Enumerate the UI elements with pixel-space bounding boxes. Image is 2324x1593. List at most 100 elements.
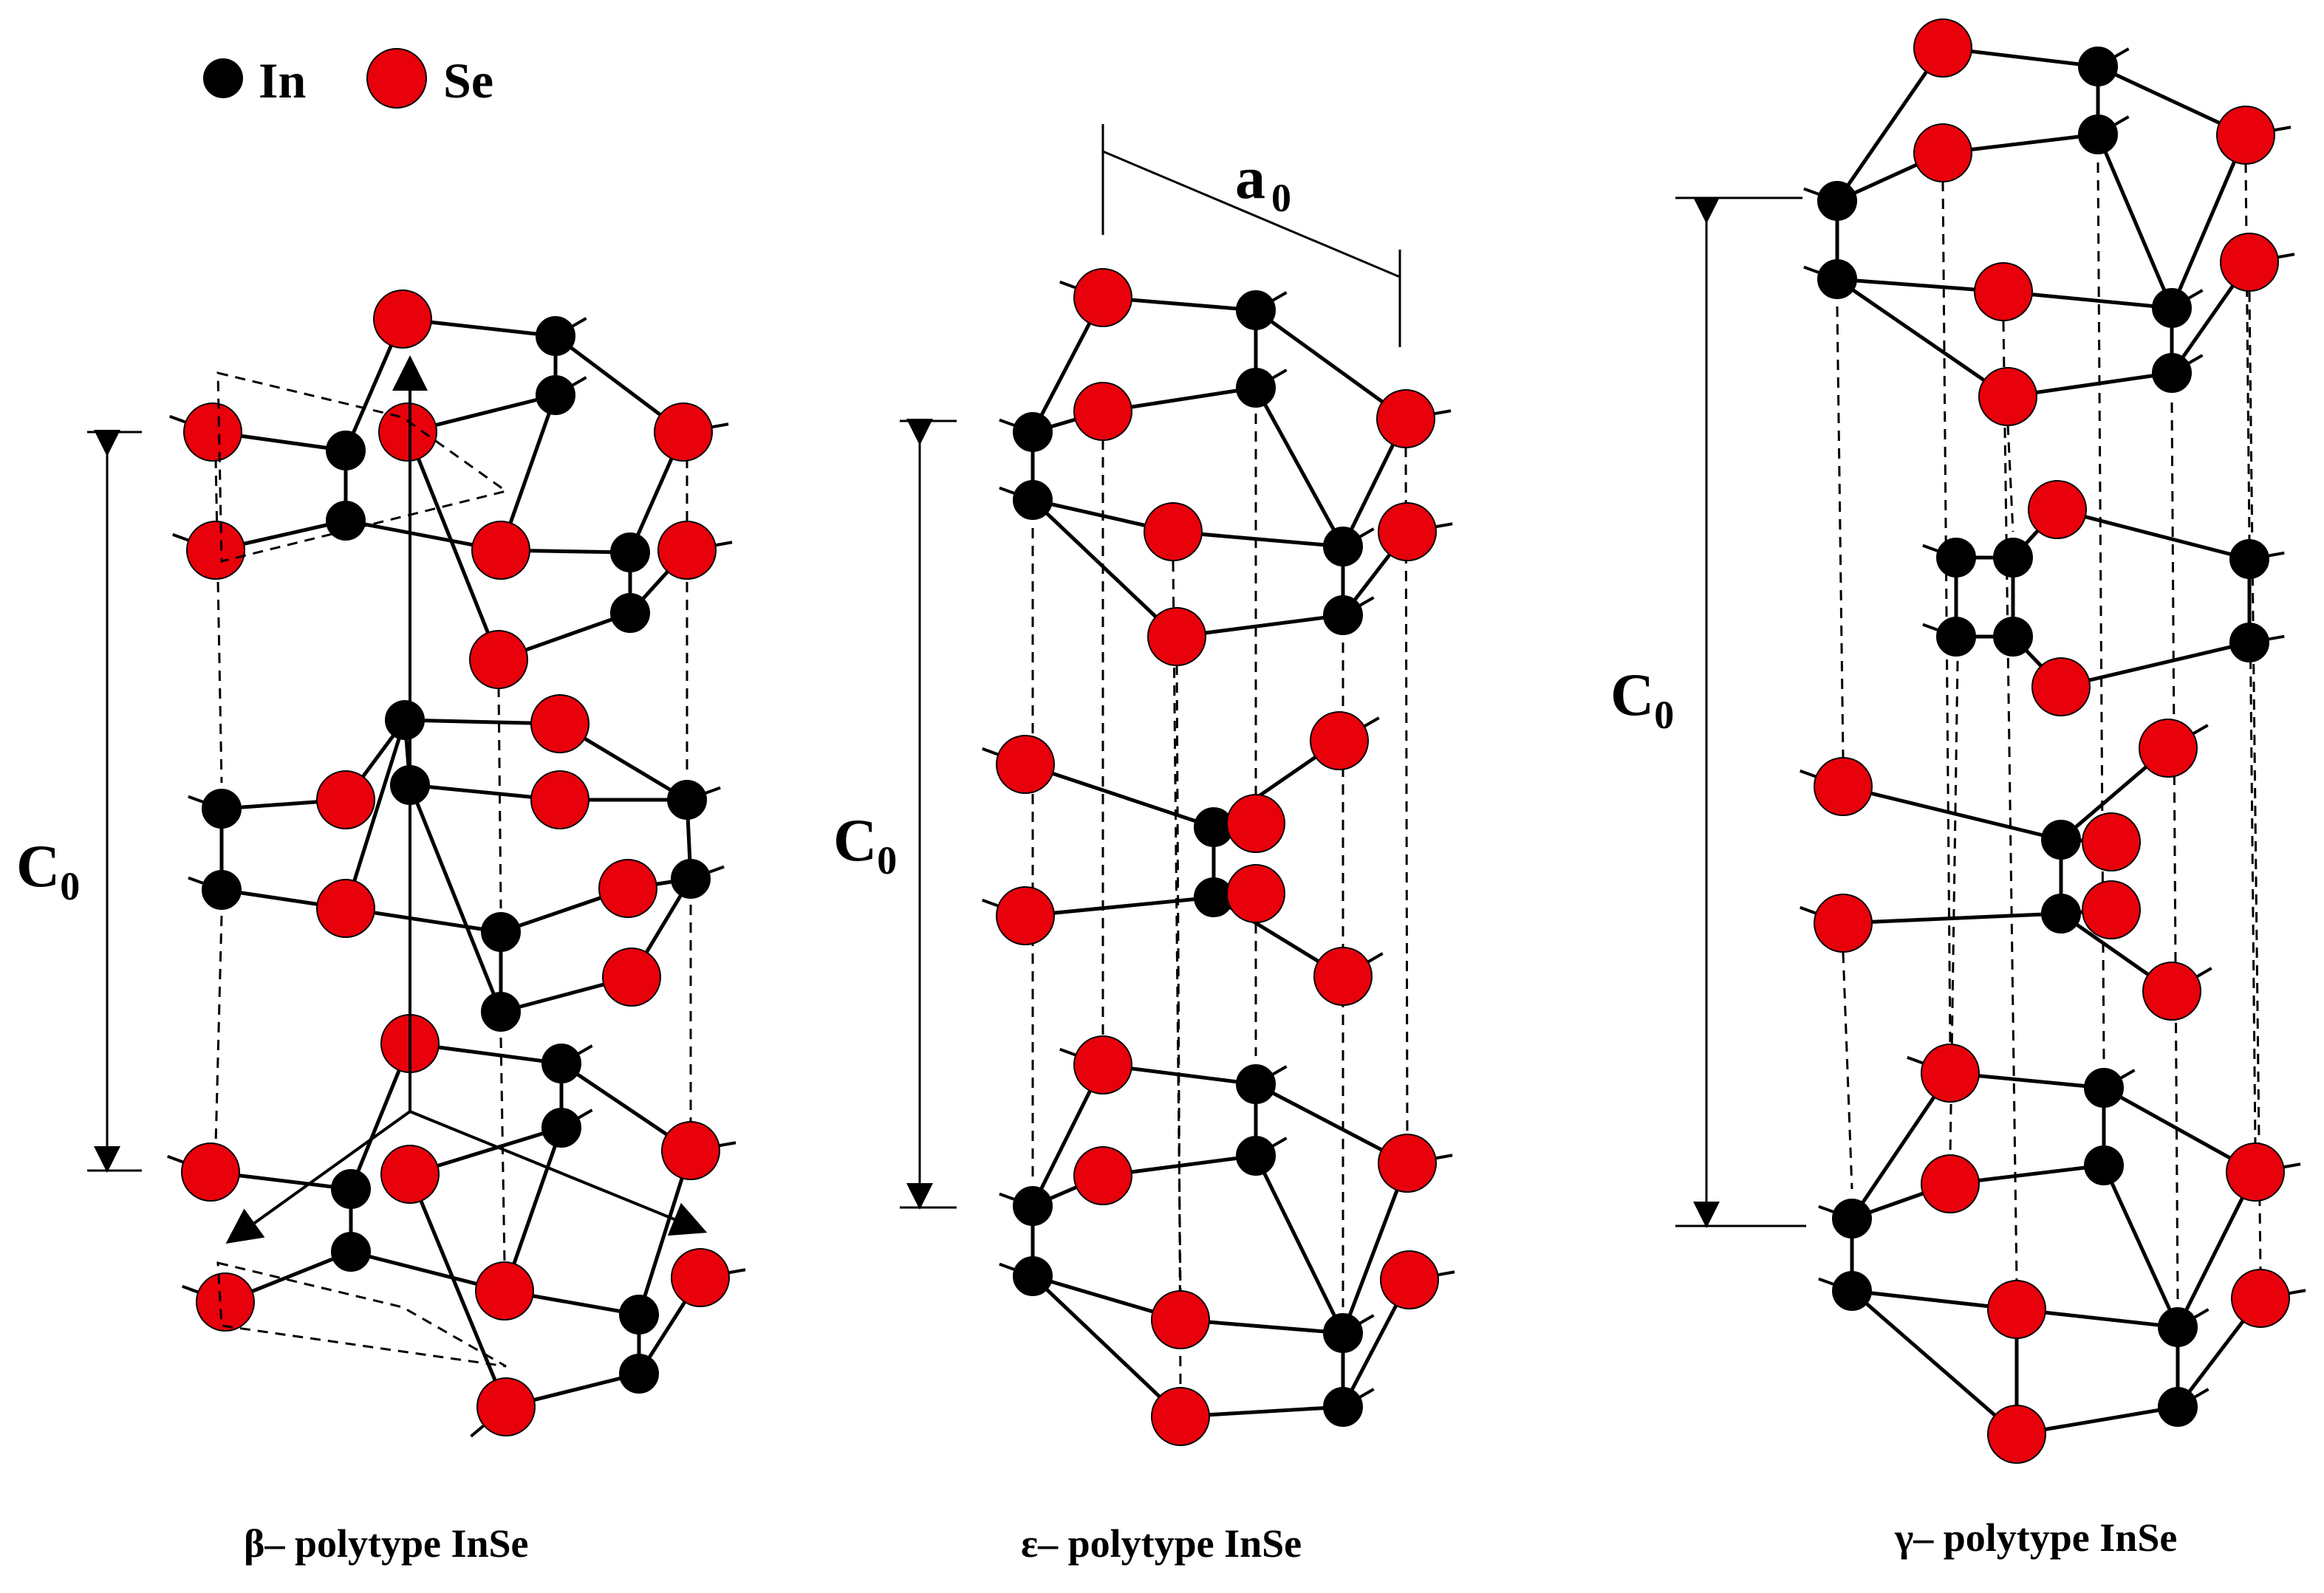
gamma-in-atom — [2041, 894, 2081, 933]
beta-se-atom — [186, 521, 245, 580]
gamma-bond — [1835, 46, 1945, 203]
beta-c0-dimension: C0 — [16, 430, 142, 1173]
beta-in-atom — [619, 1354, 659, 1394]
gamma-se-atom — [1814, 757, 1873, 816]
legend-se-swatch — [366, 48, 427, 109]
beta-in-atom — [481, 912, 521, 952]
epsilon-se-atom — [1151, 1290, 1210, 1349]
gamma-stacking-line — [2244, 162, 2257, 1145]
epsilon-se-atom — [1378, 502, 1437, 561]
gamma-in-atom — [1817, 259, 1857, 299]
beta-in-atom — [536, 316, 575, 356]
gamma-stacking-line — [1842, 952, 1853, 1190]
gamma-se-atom — [2139, 719, 2198, 778]
epsilon-in-atom — [1323, 527, 1363, 566]
gamma-in-atom — [1936, 538, 1976, 578]
gamma-in-atom — [2158, 1307, 2198, 1347]
beta-se-atom — [316, 879, 375, 938]
gamma-se-atom — [2226, 1142, 2285, 1202]
gamma-se-atom — [1987, 1280, 2046, 1339]
epsilon-se-atom — [1378, 1134, 1437, 1193]
epsilon-se-atom — [1226, 864, 1285, 923]
beta-se-atom — [196, 1272, 255, 1332]
beta-c0-label: C0 — [16, 832, 80, 908]
epsilon-se-atom — [1310, 711, 1369, 770]
epsilon-in-atom — [1236, 290, 1276, 330]
gamma-stacking-line — [2170, 402, 2179, 1301]
beta-se-atom — [183, 402, 242, 462]
beta-in-atom — [536, 375, 575, 415]
gamma-bond — [1841, 911, 2063, 925]
beta-se-atom — [475, 1261, 534, 1320]
epsilon-in-atom — [1013, 480, 1053, 520]
gamma-se-atom — [1987, 1405, 2046, 1464]
epsilon-stacking-line — [1175, 664, 1182, 1389]
beta-bond — [406, 430, 501, 662]
gamma-bond — [1841, 784, 2063, 842]
gamma-in-atom — [1832, 1271, 1872, 1311]
beta-se-atom — [181, 1142, 240, 1202]
gamma-bond — [2059, 640, 2252, 689]
epsilon-se-atom — [1073, 1146, 1132, 1205]
beta-stacking-line — [214, 915, 223, 1145]
beta-bond — [408, 783, 503, 1014]
gamma-in-atom — [2229, 623, 2269, 662]
gamma-bond — [2096, 132, 2174, 310]
gamma-stacking-line — [1941, 180, 1952, 1046]
legend: In Se — [203, 48, 493, 109]
epsilon-se-atom — [996, 886, 1055, 945]
gamma-stacking-line — [1836, 306, 1845, 758]
epsilon-se-atom — [1313, 947, 1373, 1006]
gamma-c0-label: C0 — [1610, 661, 1674, 737]
epsilon-se-atom — [996, 735, 1055, 794]
beta-stacking-line — [497, 686, 502, 909]
epsilon-in-atom — [1323, 1387, 1363, 1427]
gamma-se-atom — [1921, 1044, 1980, 1103]
beta-in-atom — [326, 431, 366, 470]
beta-se-atom — [471, 521, 530, 580]
beta-polytype-structure — [167, 290, 746, 1438]
gamma-se-atom — [1814, 894, 1873, 953]
gamma-polytype-structure — [1800, 18, 2306, 1464]
gamma-in-atom — [1936, 617, 1976, 657]
gamma-in-atom — [2078, 47, 2118, 86]
beta-in-atom — [671, 859, 711, 899]
gamma-se-atom — [2031, 657, 2091, 716]
gamma-bond — [2170, 133, 2248, 310]
epsilon-se-atom — [1144, 502, 1203, 561]
gamma-caption: γ– polytype InSe — [1894, 1515, 2177, 1560]
gamma-stacking-line — [2248, 291, 2262, 1271]
beta-se-atom — [373, 290, 432, 349]
gamma-in-atom — [1993, 538, 2033, 578]
epsilon-in-atom — [1323, 595, 1363, 635]
epsilon-bond — [1031, 1274, 1183, 1419]
gamma-se-atom — [1974, 262, 2033, 321]
epsilon-in-atom — [1236, 1064, 1276, 1104]
beta-in-atom — [331, 1232, 371, 1272]
epsilon-in-atom — [1236, 1136, 1276, 1176]
epsilon-se-atom — [1073, 1035, 1132, 1094]
gamma-se-atom — [2082, 880, 2141, 939]
beta-se-atom — [602, 948, 661, 1007]
beta-in-atom — [541, 1044, 581, 1083]
beta-stacking-line — [214, 457, 223, 784]
gamma-se-atom — [1921, 1154, 1980, 1213]
gamma-in-atom — [2084, 1068, 2124, 1108]
gamma-in-atom — [2041, 820, 2081, 860]
gamma-c0-dimension: C0 — [1610, 196, 1806, 1228]
gamma-in-atom — [2229, 539, 2269, 579]
epsilon-se-atom — [1073, 382, 1132, 441]
beta-in-atom — [202, 789, 242, 829]
gamma-bond — [2102, 1163, 2180, 1329]
gamma-stacking-line — [2002, 321, 2018, 1282]
epsilon-bond — [1254, 1154, 1345, 1335]
epsilon-se-atom — [1380, 1250, 1439, 1309]
epsilon-bond — [1023, 762, 1216, 829]
gamma-stacking-line — [2006, 424, 2014, 532]
beta-se-atom — [476, 1377, 536, 1436]
beta-se-atom — [598, 859, 657, 918]
epsilon-in-atom — [1013, 1256, 1053, 1296]
beta-se-atom — [530, 694, 589, 753]
